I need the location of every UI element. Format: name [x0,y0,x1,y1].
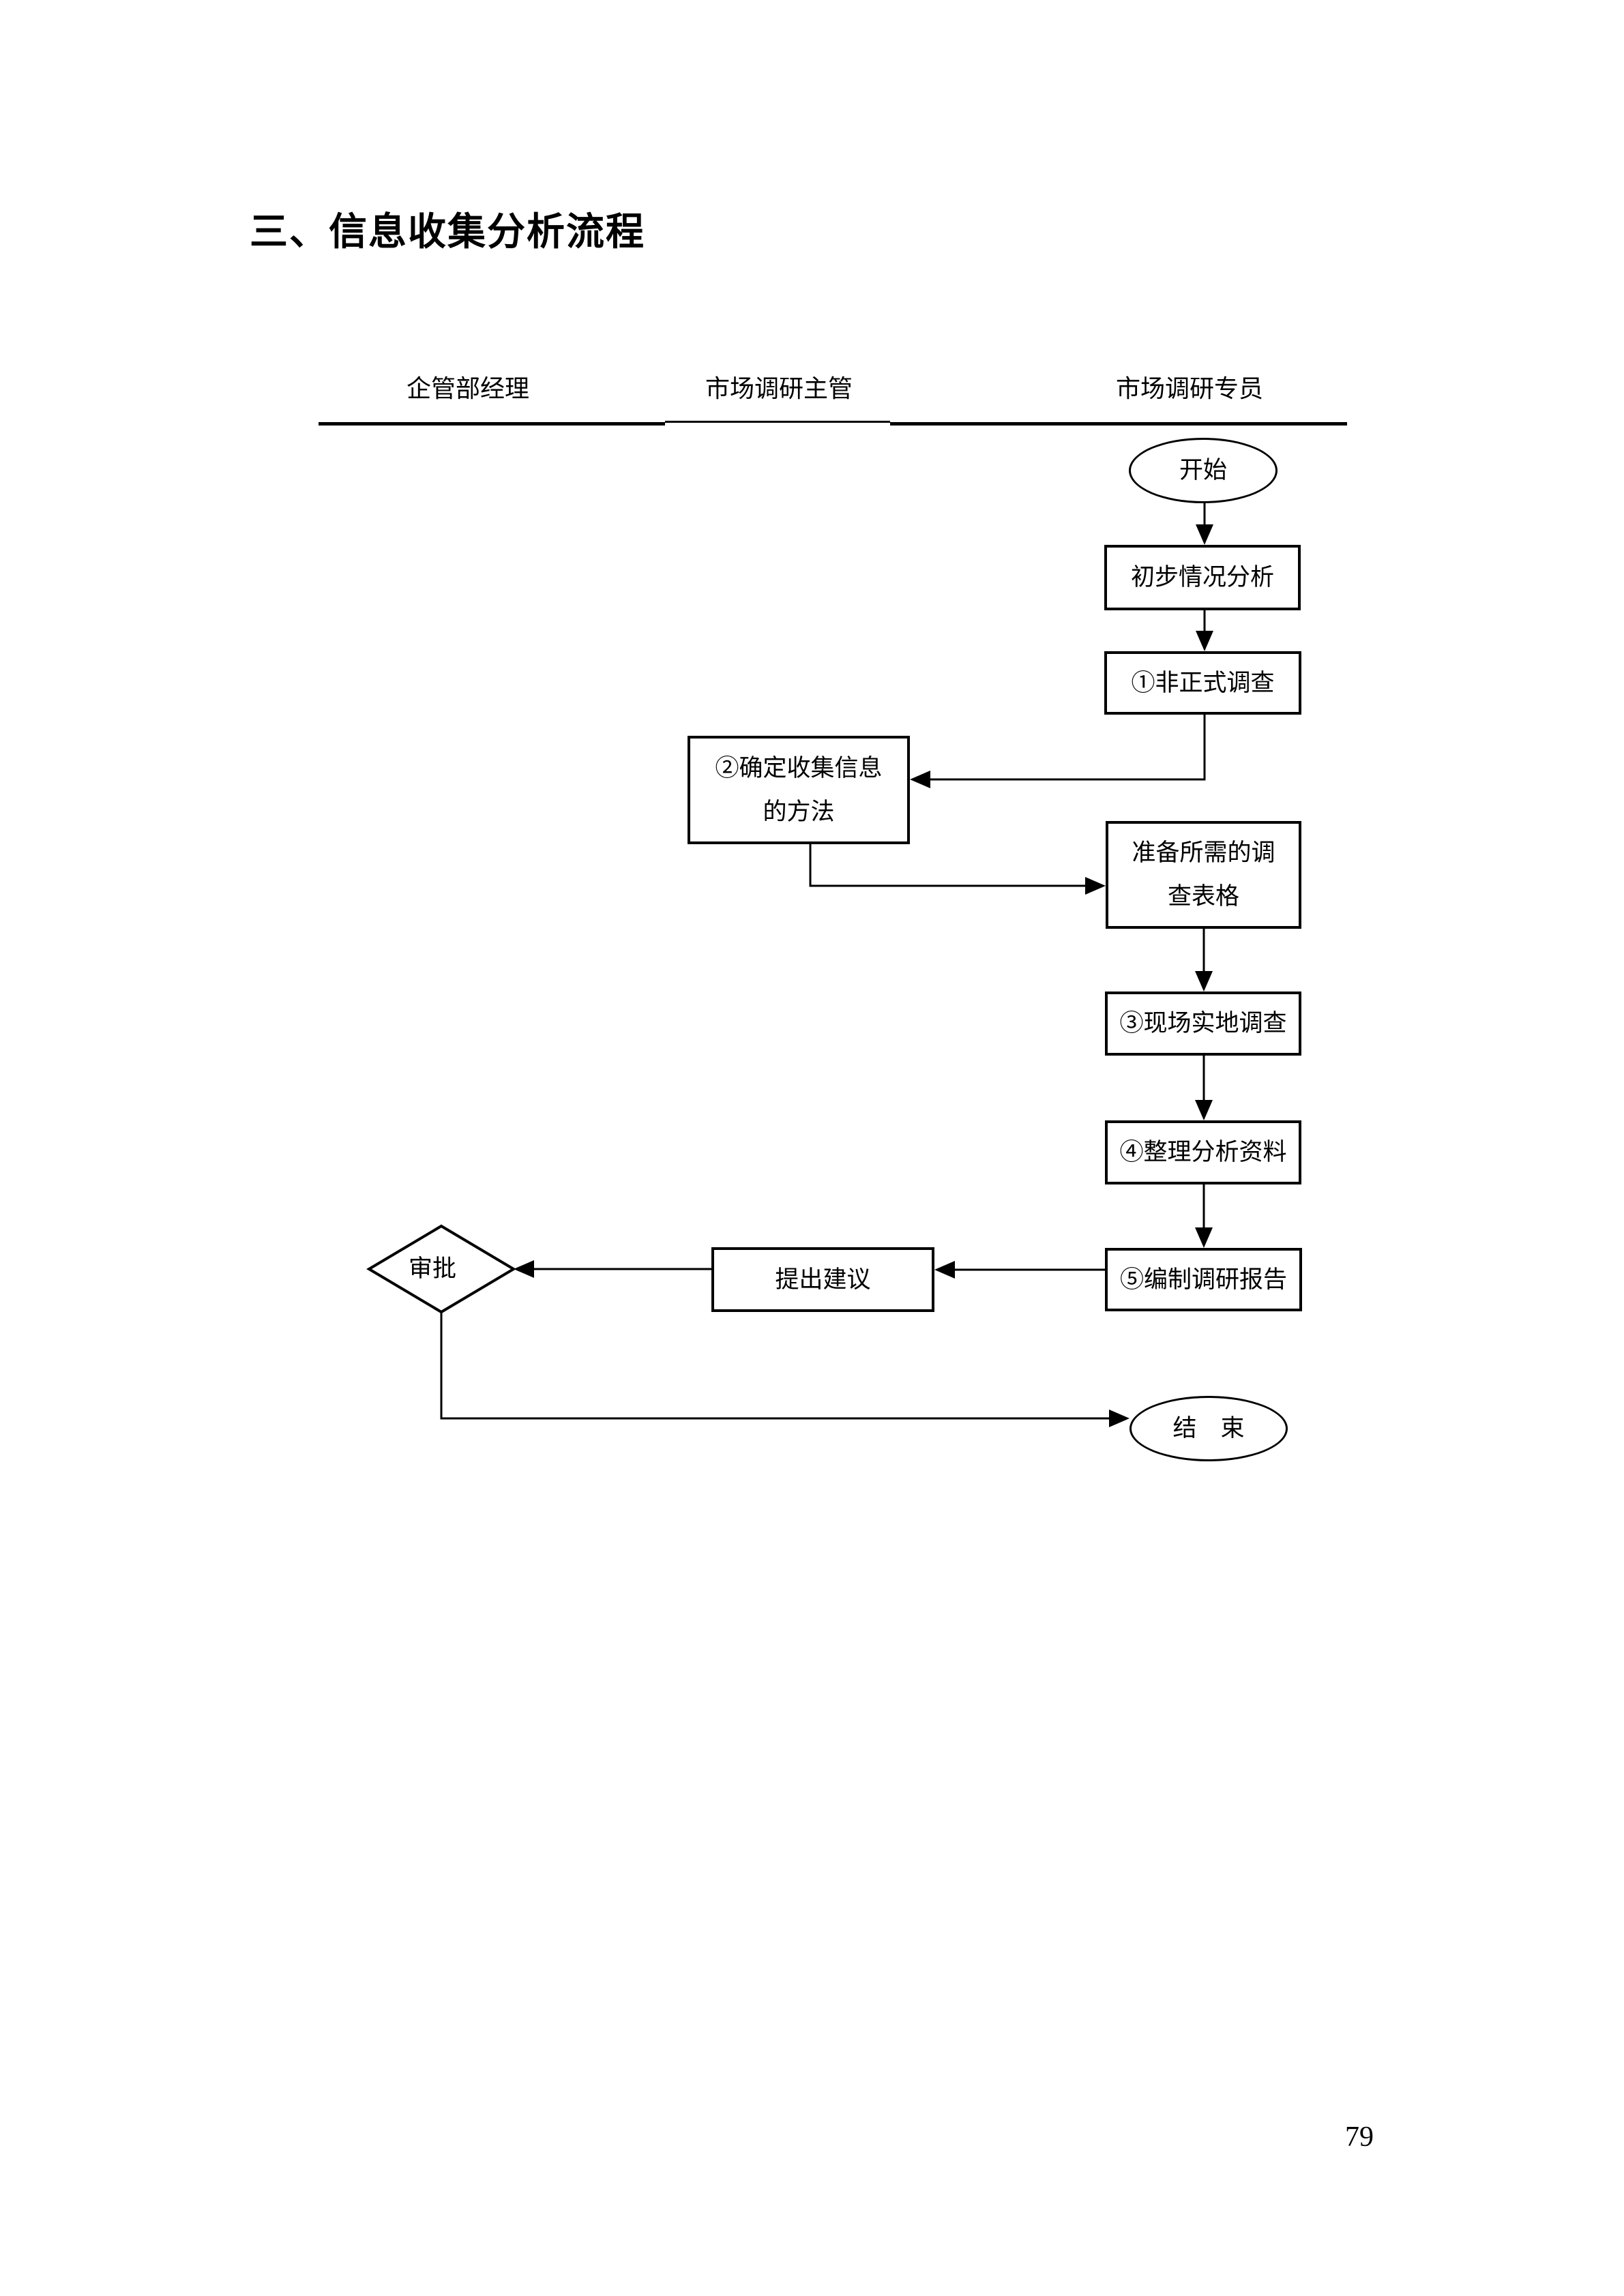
flow-node-start: 开始 [1129,438,1278,503]
arrowhead-into-forms [1085,877,1106,895]
arrowhead-into-organize [1195,1100,1213,1120]
arrowhead-into-report [1195,1227,1213,1248]
flow-node-compile-report-label: ⑤编制调研报告 [1119,1266,1287,1293]
arrowhead-into-approval [514,1260,534,1278]
approval-diamond-shape [366,1224,516,1314]
flow-node-field-survey: ③现场实地调查 [1105,992,1301,1056]
flow-node-propose-suggestions: 提出建议 [711,1247,934,1312]
flow-node-informal-survey: ①非正式调查 [1104,651,1301,715]
flow-node-organize-data: ④整理分析资料 [1105,1120,1301,1184]
header-underline-left [319,422,665,426]
header-underline-right [890,422,1347,426]
flow-node-field-survey-label: ③现场实地调查 [1119,1010,1287,1037]
flow-node-end: 结 束 [1130,1396,1288,1461]
flow-node-informal-survey-label: ①非正式调查 [1131,669,1275,696]
arrowhead-into-field [1195,971,1213,992]
flow-node-start-label: 开始 [1179,457,1227,483]
flow-node-preliminary-analysis-label: 初步情况分析 [1130,564,1274,591]
flow-node-prepare-forms-line2: 查表格 [1167,883,1239,910]
arrowhead-into-suggestions [934,1261,955,1279]
connector-method-to-forms [809,844,1087,887]
page-number: 79 [1345,2121,1374,2153]
column-header-supervisor: 市场调研主管 [705,375,853,402]
page-title: 三、信息收集分析流程 [250,211,645,254]
flow-node-propose-suggestions-label: 提出建议 [775,1266,871,1293]
flow-node-end-label: 结 束 [1172,1415,1245,1442]
arrowhead-into-end [1109,1410,1130,1427]
column-header-specialist: 市场调研专员 [1115,375,1264,402]
arrowhead-into-analysis [1196,524,1213,545]
flow-node-prepare-forms-line1: 准备所需的调 [1132,839,1275,866]
header-underline-middle [665,421,890,423]
flow-node-prepare-forms: 准备所需的调 查表格 [1106,821,1301,929]
flow-node-organize-data-label: ④整理分析资料 [1119,1139,1287,1165]
connector-survey-to-method [929,715,1206,781]
flow-node-determine-method-line1: ②确定收集信息 [715,754,883,781]
flow-node-determine-method-line2: 的方法 [763,798,835,825]
flow-node-compile-report: ⑤编制调研报告 [1105,1248,1302,1311]
arrowhead-into-method [910,771,930,788]
arrowhead-into-survey [1196,631,1213,651]
flow-node-determine-method: ②确定收集信息 的方法 [688,736,910,844]
flow-node-preliminary-analysis: 初步情况分析 [1104,545,1301,610]
flow-node-approval-label: 审批 [408,1255,457,1282]
connector-approval-to-end [440,1312,1110,1420]
column-header-manager: 企管部经理 [406,375,530,402]
